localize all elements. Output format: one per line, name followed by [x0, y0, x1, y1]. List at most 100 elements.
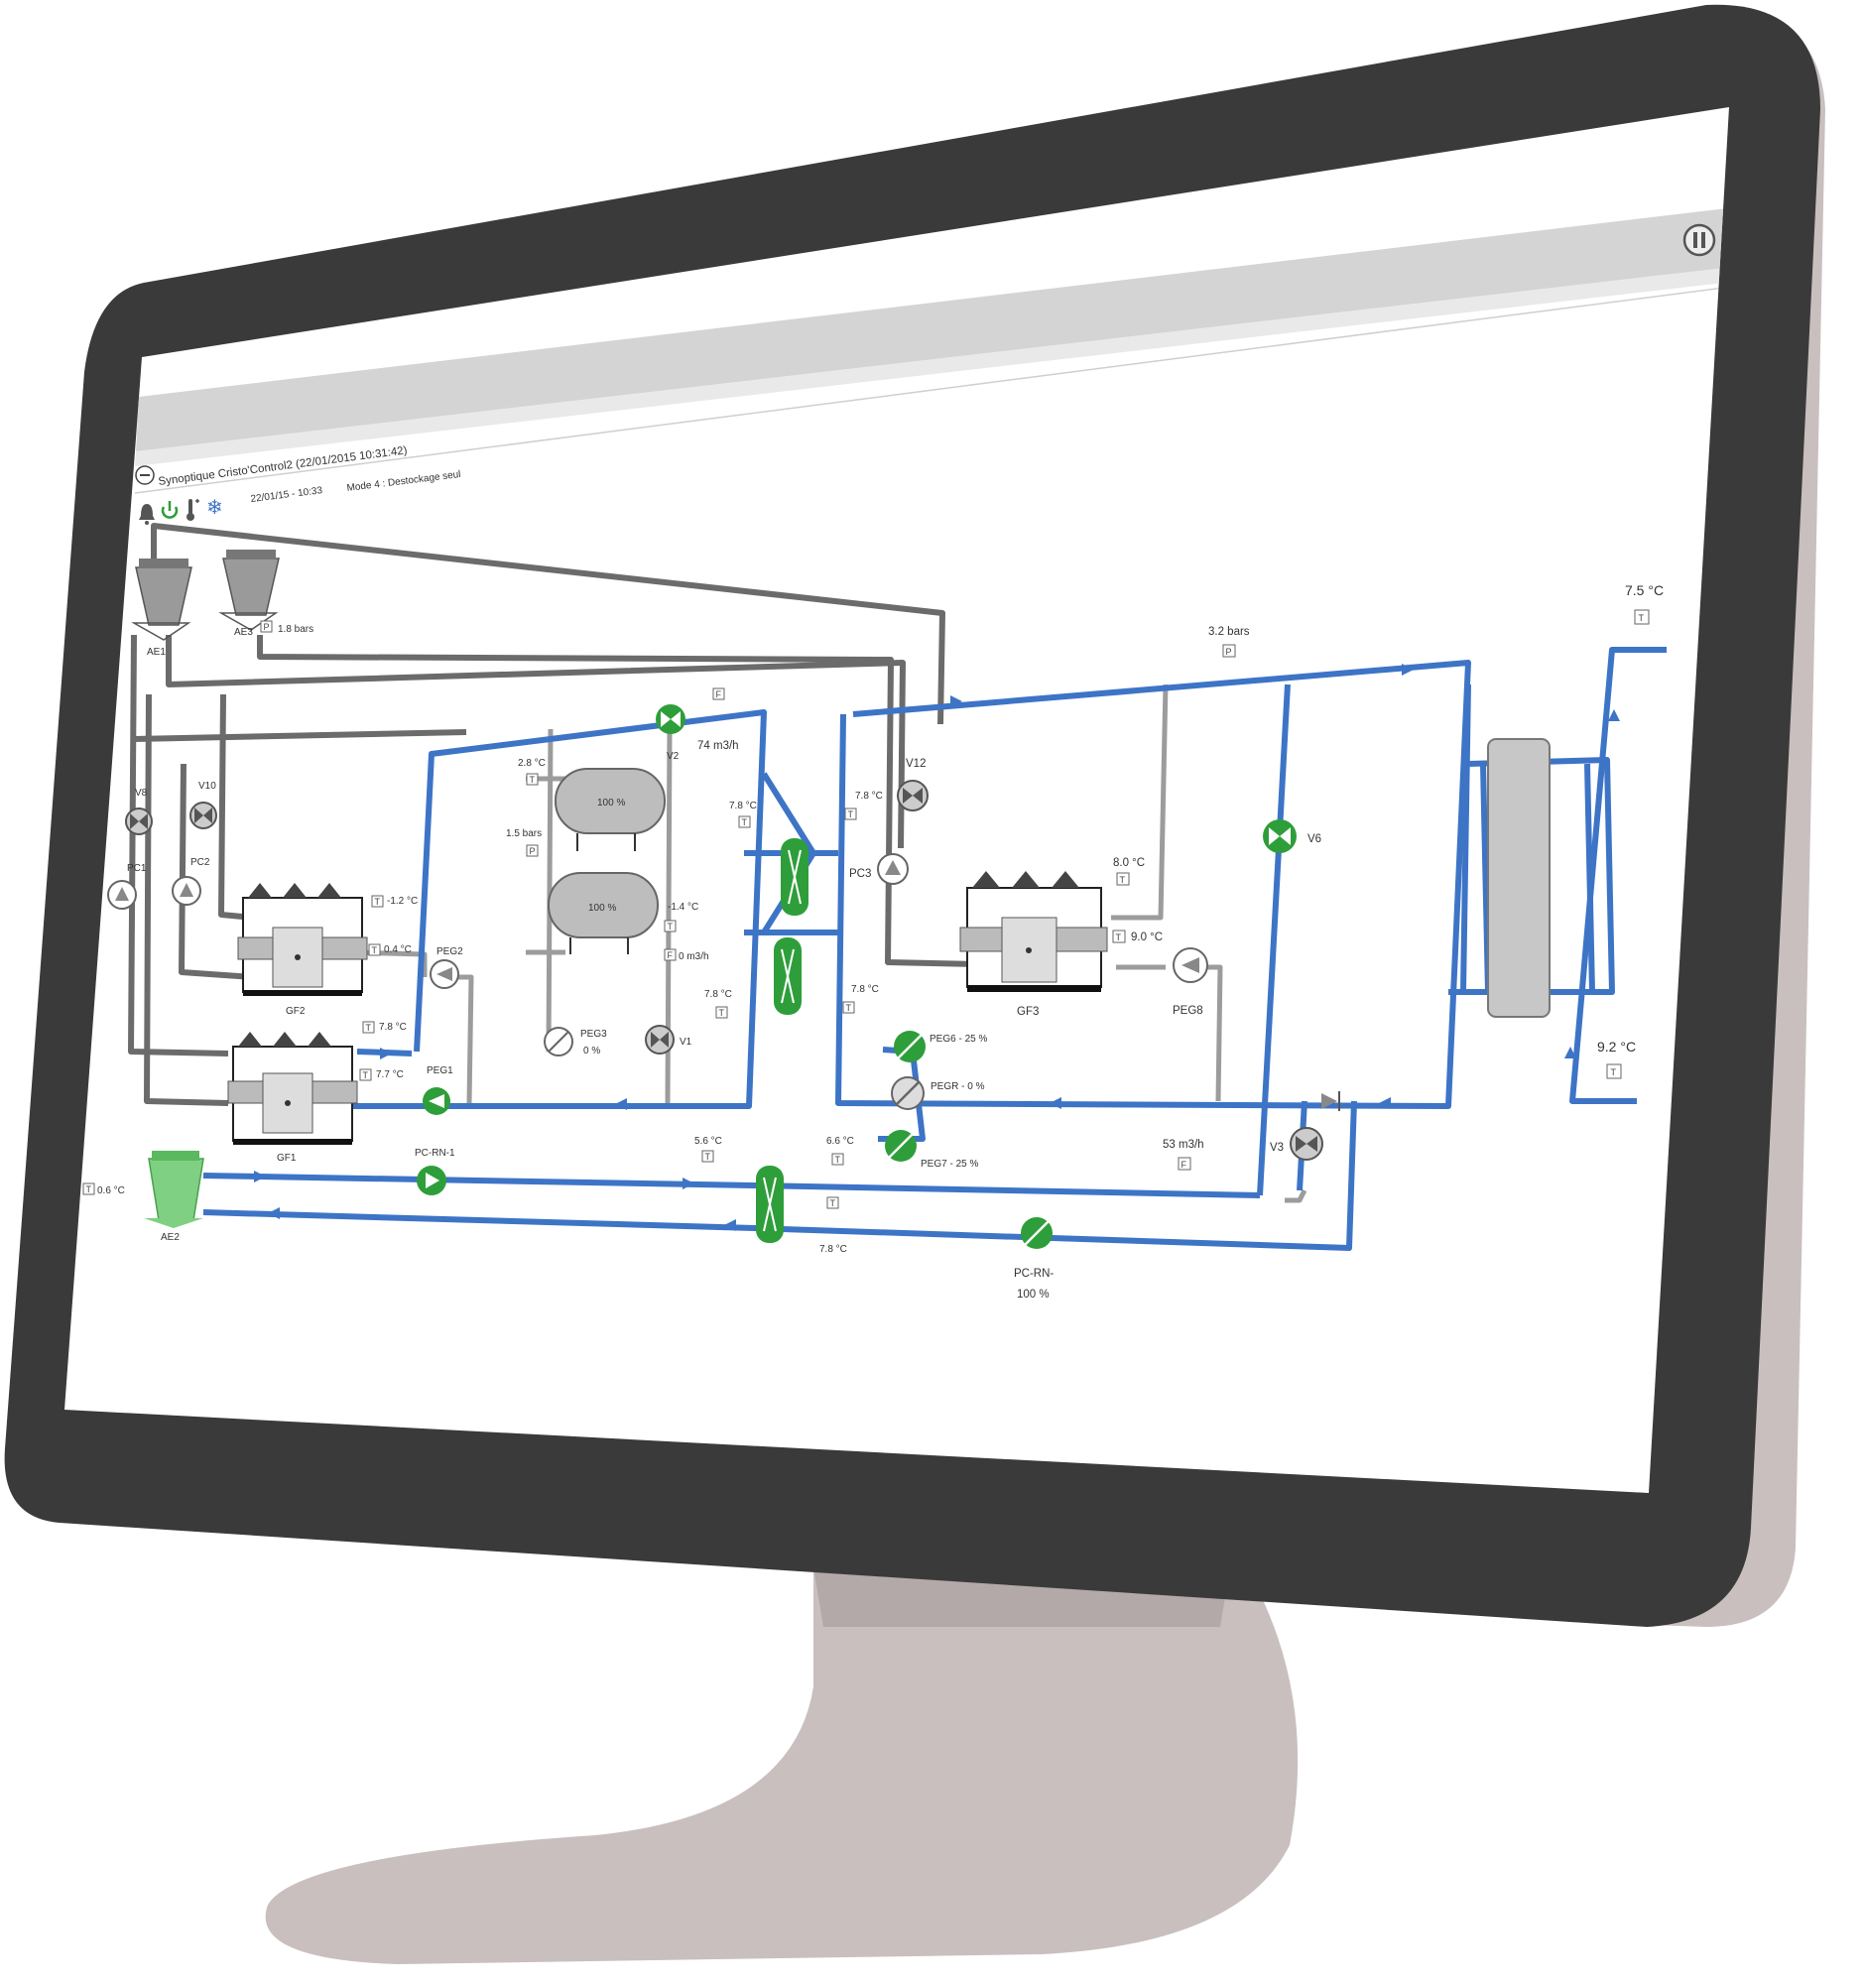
storage-tank-top[interactable] [555, 768, 666, 851]
v3-label: V3 [1270, 1142, 1284, 1154]
svg-text:P: P [1226, 647, 1232, 657]
diagram: AE1 AE3 P 1.8 bars AE2 T 0.6 °C V8 [82, 523, 1667, 1301]
svg-text:F: F [1181, 1160, 1187, 1170]
gf2-temp2: 0.4 °C [384, 944, 412, 955]
svg-text:T: T [719, 1008, 725, 1018]
ae1-cooler[interactable] [131, 559, 192, 641]
v10-valve[interactable] [189, 802, 217, 829]
v1-valve[interactable] [645, 1025, 675, 1055]
os-menu-icon[interactable] [1682, 223, 1716, 257]
rn-temp3-sensor: T [826, 1196, 839, 1209]
v3-valve[interactable] [1290, 1127, 1323, 1161]
svg-text:T: T [848, 809, 854, 819]
ae2-cooler[interactable] [144, 1151, 204, 1228]
bell-icon[interactable] [139, 504, 155, 525]
pc3-temp2: 7.8 °C [851, 984, 879, 995]
supply-temp-sensor: T [1634, 609, 1650, 625]
svg-text:T: T [668, 922, 674, 932]
gf1-label: GF1 [277, 1153, 297, 1164]
pc1-label: PC1 [127, 863, 147, 874]
peg6-pump[interactable] [894, 1031, 926, 1062]
v2-flow-sensor: F [712, 687, 725, 700]
peg1-pump[interactable] [423, 1087, 450, 1115]
pc3-pump[interactable] [877, 853, 909, 885]
tank-temp-out: -1.4 °C [668, 902, 698, 913]
peg3-pump[interactable] [544, 1027, 573, 1056]
v12-label: V12 [906, 758, 926, 770]
pc1-pump[interactable] [107, 880, 137, 910]
power-icon[interactable] [161, 501, 179, 519]
peg2-pump[interactable] [430, 959, 459, 989]
v10-label: V10 [198, 781, 216, 792]
v2-label: V2 [667, 751, 680, 762]
hx-left-temp2: 7.8 °C [704, 989, 732, 1000]
rn-temp2: 6.6 °C [826, 1136, 854, 1147]
gf2-temp1-sensor: T [371, 895, 384, 908]
snowflake-icon[interactable]: ❄ [206, 495, 223, 519]
peg7-pump[interactable] [885, 1130, 917, 1162]
storage-tank-bottom[interactable] [548, 872, 659, 954]
tank-temp-top-sensor: T [526, 773, 539, 786]
peg2-label: PEG2 [436, 946, 463, 957]
hx-bottom[interactable] [756, 1166, 784, 1243]
gf1-chiller[interactable] [227, 1032, 358, 1145]
window-close-icon[interactable] [135, 465, 155, 485]
svg-text:T: T [1120, 875, 1126, 885]
svg-text:F: F [716, 689, 722, 699]
v3-flow: 53 m3/h [1163, 1139, 1204, 1151]
pc3-temp1-sensor: T [844, 808, 857, 820]
os-bar [136, 208, 1727, 451]
v6-label: V6 [1307, 833, 1321, 845]
tank-flow-sensor: F [664, 948, 677, 961]
ae2-temp: 0.6 °C [97, 1185, 125, 1196]
supply-temp: 7.5 °C [1625, 582, 1664, 598]
gf2-temp1: -1.2 °C [387, 896, 418, 907]
svg-text:P: P [264, 622, 270, 632]
thermometer-icon[interactable] [186, 499, 199, 521]
v3-flow-sensor: F [1178, 1157, 1191, 1171]
hx-middle[interactable] [774, 937, 802, 1015]
main-pressure-sensor: P [1222, 644, 1236, 658]
ae3-cooler[interactable] [218, 550, 280, 631]
svg-text:T: T [846, 1003, 852, 1013]
tank-flow: 0 m3/h [679, 951, 709, 962]
svg-text:T: T [375, 897, 381, 907]
svg-text:T: T [530, 775, 536, 785]
hx-left-temp1: 7.8 °C [729, 801, 757, 811]
v1-label: V1 [680, 1037, 692, 1048]
pc-rn-1-pump[interactable] [417, 1166, 446, 1195]
pc-rn-pump[interactable] [1021, 1217, 1053, 1249]
svg-text:P: P [530, 846, 536, 856]
v8-label: V8 [135, 788, 148, 799]
gf3-label: GF3 [1017, 1006, 1039, 1018]
v8-valve[interactable] [125, 808, 153, 835]
gf2-chiller[interactable] [237, 883, 368, 996]
hx-top[interactable] [781, 838, 808, 916]
pc2-pump[interactable] [172, 876, 201, 906]
peg3-value: 0 % [583, 1046, 600, 1056]
svg-text:T: T [1639, 613, 1645, 623]
tank-temp-out-sensor: T [664, 920, 677, 932]
main-pressure: 3.2 bars [1208, 626, 1250, 638]
svg-text:T: T [742, 817, 748, 827]
peg1-label: PEG1 [427, 1065, 453, 1076]
svg-text:T: T [835, 1155, 841, 1165]
peg8-pump[interactable] [1173, 947, 1208, 983]
v2-valve[interactable] [656, 704, 685, 734]
pc3-temp1: 7.8 °C [855, 791, 883, 802]
rn-temp2-sensor: T [831, 1153, 844, 1166]
v6-valve[interactable] [1263, 819, 1297, 853]
cooling-coil[interactable] [1487, 738, 1551, 1018]
gf3-chiller[interactable] [959, 871, 1108, 992]
v12-valve[interactable] [897, 780, 929, 811]
window-titlebar [135, 268, 1725, 466]
pegr-pump[interactable] [891, 1076, 925, 1110]
pc3-label: PC3 [849, 868, 871, 880]
pc-rn-label: PC-RN- [1014, 1268, 1054, 1280]
svg-text:T: T [830, 1198, 836, 1208]
peg8-label: PEG8 [1173, 1005, 1203, 1017]
pc-rn-value: 100 % [1017, 1289, 1050, 1301]
svg-text:❄: ❄ [206, 495, 223, 519]
svg-text:T: T [366, 1023, 372, 1033]
ae2-label: AE2 [161, 1232, 180, 1243]
